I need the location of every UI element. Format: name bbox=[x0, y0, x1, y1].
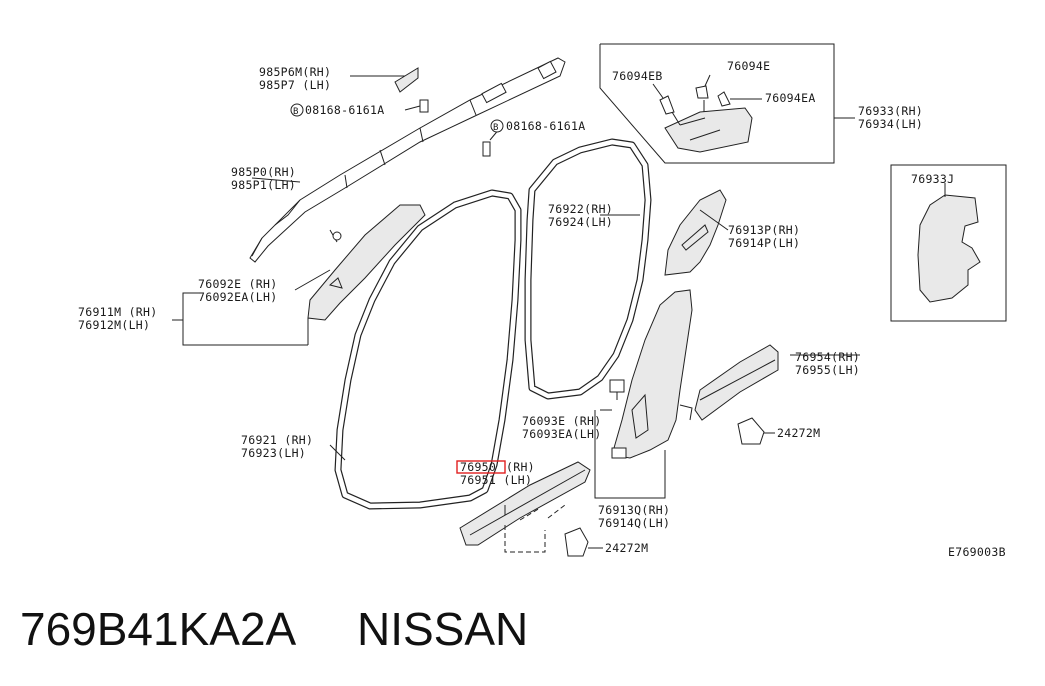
label-76921: 76921 (RH) bbox=[241, 433, 313, 447]
label-76955: 76955(LH) bbox=[795, 363, 860, 377]
clip-24272m-right bbox=[737, 417, 775, 445]
bolt-symbol-2-text: B bbox=[493, 123, 499, 133]
clip-24272m-lower bbox=[564, 527, 603, 557]
rear-kick-plate bbox=[694, 344, 779, 421]
label-76094eb: 76094EB bbox=[612, 69, 663, 83]
label-76933: 76933(RH) bbox=[858, 104, 923, 118]
label-76912m: 76912M(LH) bbox=[78, 318, 150, 332]
label-76094ea: 76094EA bbox=[765, 91, 816, 105]
label-76951: 76951 (LH) bbox=[460, 473, 532, 487]
label-985p6m: 985P6M(RH) bbox=[259, 65, 331, 79]
label-985p1: 985P1(LH) bbox=[231, 178, 296, 192]
label-76950-side: (RH) bbox=[506, 460, 535, 474]
label-76094e: 76094E bbox=[727, 59, 770, 73]
label-bolt-2: 08168-6161A bbox=[506, 119, 585, 133]
inset-box-76933 bbox=[599, 43, 855, 164]
bolt-1 bbox=[404, 99, 429, 113]
label-76933j: 76933J bbox=[911, 172, 954, 186]
diagram-code: E769003B bbox=[948, 545, 1006, 559]
label-76093e: 76093E (RH) bbox=[522, 414, 601, 428]
label-76914q: 76914Q(LH) bbox=[598, 516, 670, 530]
rear-door-weatherstrip bbox=[524, 138, 652, 400]
roof-rail-airbag bbox=[249, 57, 566, 263]
labels: 985P6M(RH) 985P7 (LH) B 08168-6161A B 08… bbox=[78, 59, 1006, 559]
label-76913p: 76913P(RH) bbox=[728, 223, 800, 237]
label-76922: 76922(RH) bbox=[548, 202, 613, 216]
footer-part-number: 769B41KA2A bbox=[20, 603, 297, 655]
label-76923: 76923(LH) bbox=[241, 446, 306, 460]
label-76914p: 76914P(LH) bbox=[728, 236, 800, 250]
label-24272m-lower: 24272M bbox=[605, 541, 648, 555]
label-76950-code: 76950 bbox=[460, 460, 496, 474]
label-985p0: 985P0(RH) bbox=[231, 165, 296, 179]
label-24272m-right: 24272M bbox=[777, 426, 820, 440]
label-76924: 76924(LH) bbox=[548, 215, 613, 229]
label-76093ea: 76093EA(LH) bbox=[522, 427, 601, 441]
footer: 769B41KA2A NISSAN bbox=[20, 603, 528, 655]
label-76913q: 76913Q(RH) bbox=[598, 503, 670, 517]
label-76092ea: 76092EA(LH) bbox=[198, 290, 277, 304]
inset-box-76933j bbox=[890, 164, 1007, 322]
front-door-weatherstrip bbox=[334, 189, 522, 510]
leader-lines bbox=[172, 177, 860, 515]
a-pillar-trim bbox=[307, 204, 426, 321]
footer-brand: NISSAN bbox=[357, 603, 528, 655]
bolt-symbol-1 bbox=[290, 103, 304, 117]
label-bolt-1: 08168-6161A bbox=[305, 103, 384, 117]
bracket-985p6m bbox=[350, 67, 419, 93]
label-76954: 76954(RH) bbox=[795, 350, 860, 364]
b-pillar-lower-trim bbox=[611, 289, 693, 459]
label-76934: 76934(LH) bbox=[858, 117, 923, 131]
b-pillar-upper-trim bbox=[664, 189, 729, 276]
front-kick-plate bbox=[459, 461, 591, 553]
bolt-symbol-2 bbox=[490, 119, 504, 133]
highlight-76950 bbox=[456, 460, 506, 474]
label-76911m: 76911M (RH) bbox=[78, 305, 157, 319]
label-76092e: 76092E (RH) bbox=[198, 277, 277, 291]
clip-76093e bbox=[609, 379, 625, 400]
bolt-symbol-1-text: B bbox=[293, 107, 299, 117]
label-985p7: 985P7 (LH) bbox=[259, 78, 331, 92]
